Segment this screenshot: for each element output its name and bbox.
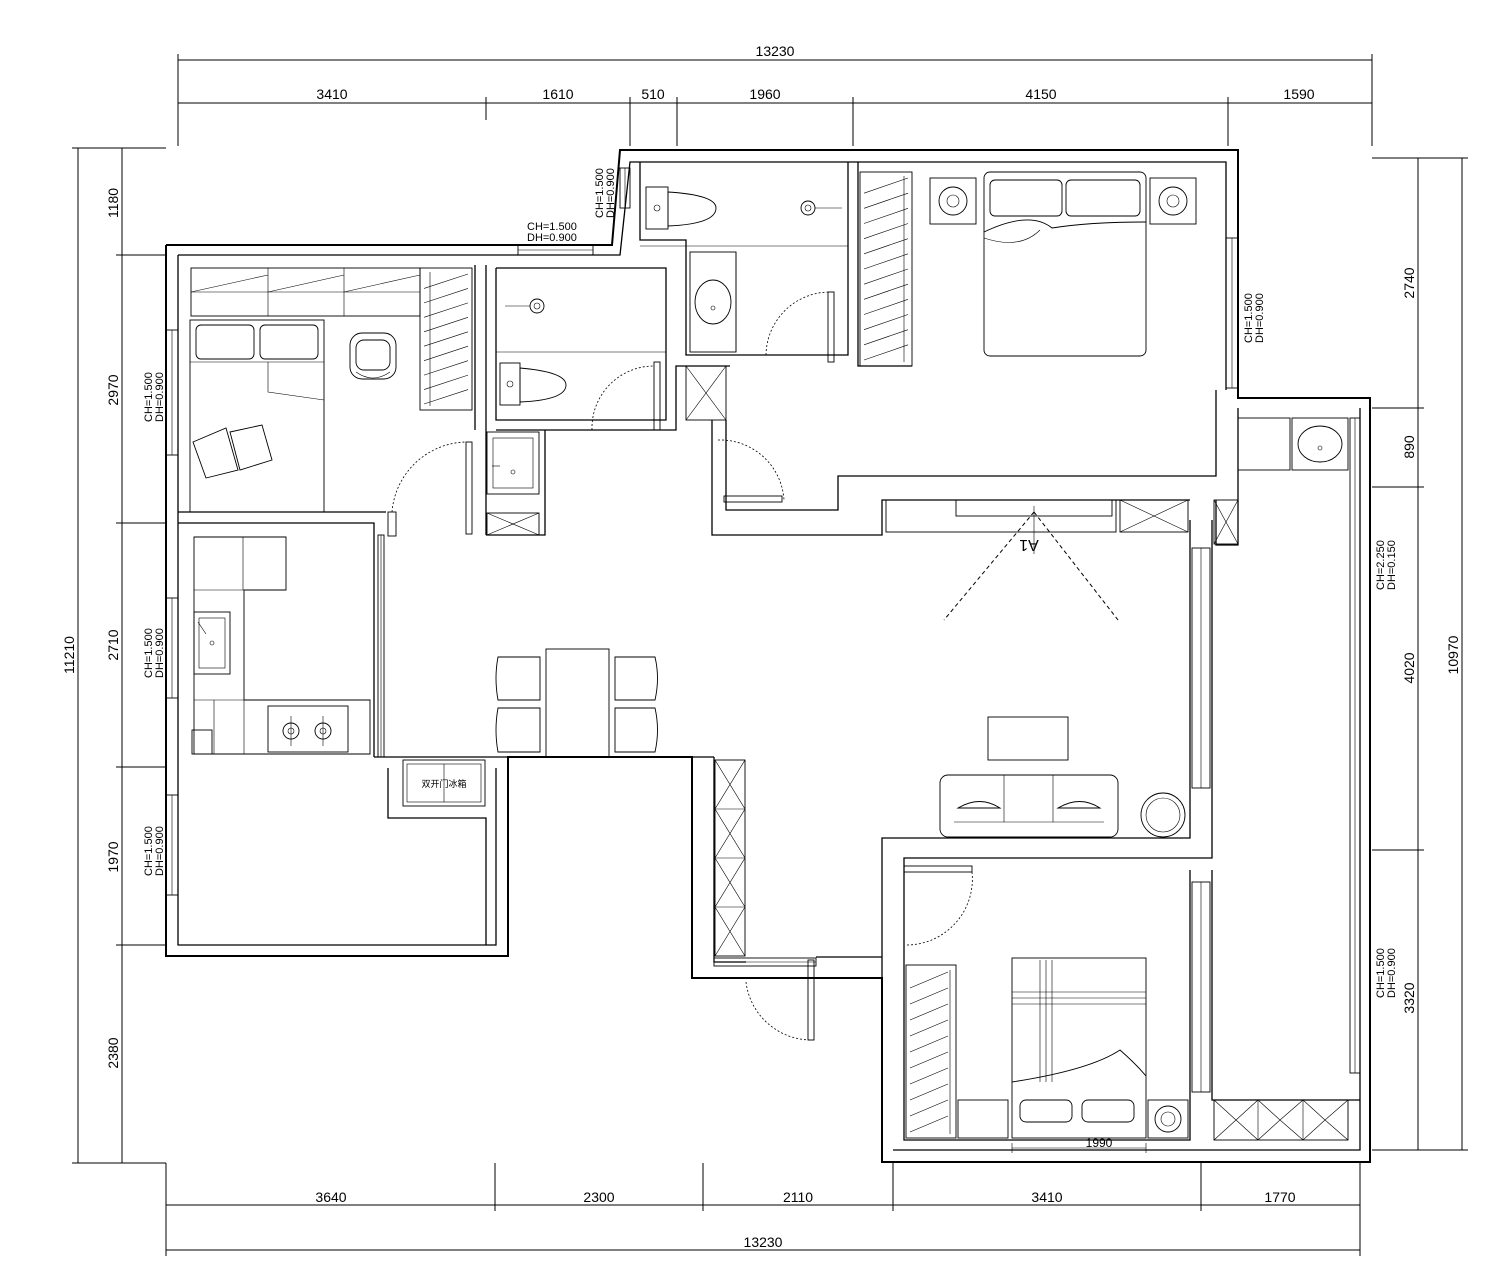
dim-right-3: 4020 <box>1401 652 1417 683</box>
dim-left-2: 2970 <box>105 374 121 405</box>
win-label-ch-6: CH=1.500 <box>1243 293 1255 343</box>
closet-hanger-lines <box>423 177 949 1133</box>
bathroom-1 <box>486 298 666 536</box>
dim-left-5: 2380 <box>105 1037 121 1068</box>
shoe-cabinet <box>714 759 746 957</box>
win-label-ch-balcony: CH=2.250 <box>1375 540 1387 590</box>
closet-hanger-line <box>423 345 469 361</box>
closet-hanger-line <box>909 987 949 1005</box>
closet-hanger-line <box>863 268 909 285</box>
win-label-ch-3: CH=1.500 <box>143 826 155 876</box>
dim-right-total: 10970 <box>1445 635 1461 674</box>
dim-left-total: 11210 <box>61 636 77 674</box>
win-label-dh-3: DH=0.900 <box>154 826 166 876</box>
closet-hanger-line <box>909 1003 949 1021</box>
closet-hanger-line <box>863 192 909 209</box>
win-label-dh-7: DH=0.900 <box>1386 948 1398 998</box>
closet-hanger-line <box>863 314 909 330</box>
closet-hanger-line <box>909 1019 949 1037</box>
closet-hanger-line <box>863 223 909 239</box>
dim-bottom-5: 1770 <box>1264 1189 1295 1205</box>
win-label-dh-4: DH=0.900 <box>527 232 577 244</box>
dimension-left: 11210 1180 2970 2710 1970 2380 <box>61 147 166 1164</box>
win-label-ch-4: CH=1.500 <box>527 221 577 233</box>
win-label-dh-1: DH=0.900 <box>154 372 166 422</box>
dim-bottom-4: 3410 <box>1031 1189 1062 1205</box>
dim-left-3: 2710 <box>105 629 121 660</box>
win-label-ch-7: CH=1.500 <box>1375 948 1387 998</box>
closet-hanger-line <box>863 253 909 270</box>
closet-hanger-line <box>909 1051 949 1069</box>
fridge: 双开门冰箱 <box>402 759 486 807</box>
closet-hanger-line <box>863 299 909 315</box>
closet-hanger-line <box>863 344 909 361</box>
closet-hanger-line <box>909 1035 949 1053</box>
closet-hanger-line <box>423 302 469 318</box>
bedroom-1 <box>189 267 473 513</box>
win-label-dh-balcony: DH=0.150 <box>1386 540 1398 590</box>
win-label-ch-5: CH=1.500 <box>594 168 606 218</box>
closet-hanger-line <box>863 329 909 346</box>
closet-hanger-line <box>423 374 469 390</box>
master-bedroom <box>859 171 1197 367</box>
closet-hanger-line <box>863 283 909 300</box>
closet-hanger-line <box>863 177 909 194</box>
small-bedroom: 1990 <box>905 957 1189 1153</box>
balcony <box>1213 417 1349 1141</box>
bed-width-dimension: 1990 <box>1086 1136 1113 1150</box>
dim-left-4: 1970 <box>105 841 121 872</box>
window-labels: CH=1.500 DH=0.900 CH=1.500 DH=0.900 CH=1… <box>143 168 1398 998</box>
closet-hanger-line <box>423 389 469 405</box>
win-label-dh-2: DH=0.900 <box>154 628 166 678</box>
win-label-dh-6: DH=0.900 <box>1254 293 1266 343</box>
dim-top-2: 1610 <box>542 86 573 102</box>
dim-bottom-2: 2300 <box>583 1189 614 1205</box>
dim-top-total: 13230 <box>756 43 795 59</box>
dim-right-1: 2740 <box>1401 267 1417 298</box>
closet-hanger-line <box>909 1067 949 1085</box>
dim-bottom-1: 3640 <box>315 1189 346 1205</box>
dim-bottom-total: 13230 <box>744 1234 783 1250</box>
dim-top-6: 1590 <box>1283 86 1314 102</box>
dimension-top: 13230 3410 1610 510 1960 4150 1590 <box>177 43 1373 146</box>
dim-right-2: 890 <box>1401 435 1417 459</box>
closet-hanger-line <box>423 273 469 289</box>
closet-hanger-line <box>423 288 469 304</box>
kitchen <box>191 536 371 755</box>
win-label-ch-2: CH=1.500 <box>143 628 155 678</box>
closet-hanger-line <box>909 1115 949 1133</box>
tv-view-arrow-label: A1 <box>1019 536 1039 553</box>
closet-hanger-line <box>423 360 469 376</box>
bathroom-2 <box>640 186 848 421</box>
dim-top-3: 510 <box>641 86 665 102</box>
dining-area <box>495 648 658 758</box>
dim-top-4: 1960 <box>749 86 780 102</box>
living-room: A1 <box>885 499 1239 838</box>
dim-bottom-3: 2110 <box>783 1189 813 1205</box>
dim-top-5: 4150 <box>1025 86 1056 102</box>
win-label-ch-1: CH=1.500 <box>143 372 155 422</box>
dim-right-4: 3320 <box>1401 982 1417 1013</box>
closet-hanger-line <box>909 971 949 989</box>
windows <box>165 167 1361 1074</box>
fridge-label: 双开门冰箱 <box>421 778 466 789</box>
closet-hanger-line <box>909 1099 949 1117</box>
closet-hanger-line <box>863 238 909 255</box>
dimension-bottom: 3640 2300 2110 3410 1770 13230 <box>165 1163 1361 1256</box>
dim-left-1: 1180 <box>105 188 121 218</box>
closet-hanger-line <box>909 1083 949 1101</box>
win-label-dh-5: DH=0.900 <box>605 168 617 218</box>
dim-top-1: 3410 <box>316 86 347 102</box>
closet-hanger-line <box>423 317 469 333</box>
closet-hanger-line <box>863 208 909 224</box>
doors <box>377 291 1211 1093</box>
dimension-right: 10970 2740 890 4020 3320 <box>1372 157 1468 1151</box>
inner-walls <box>178 162 1360 1141</box>
closet-hanger-line <box>423 331 469 347</box>
